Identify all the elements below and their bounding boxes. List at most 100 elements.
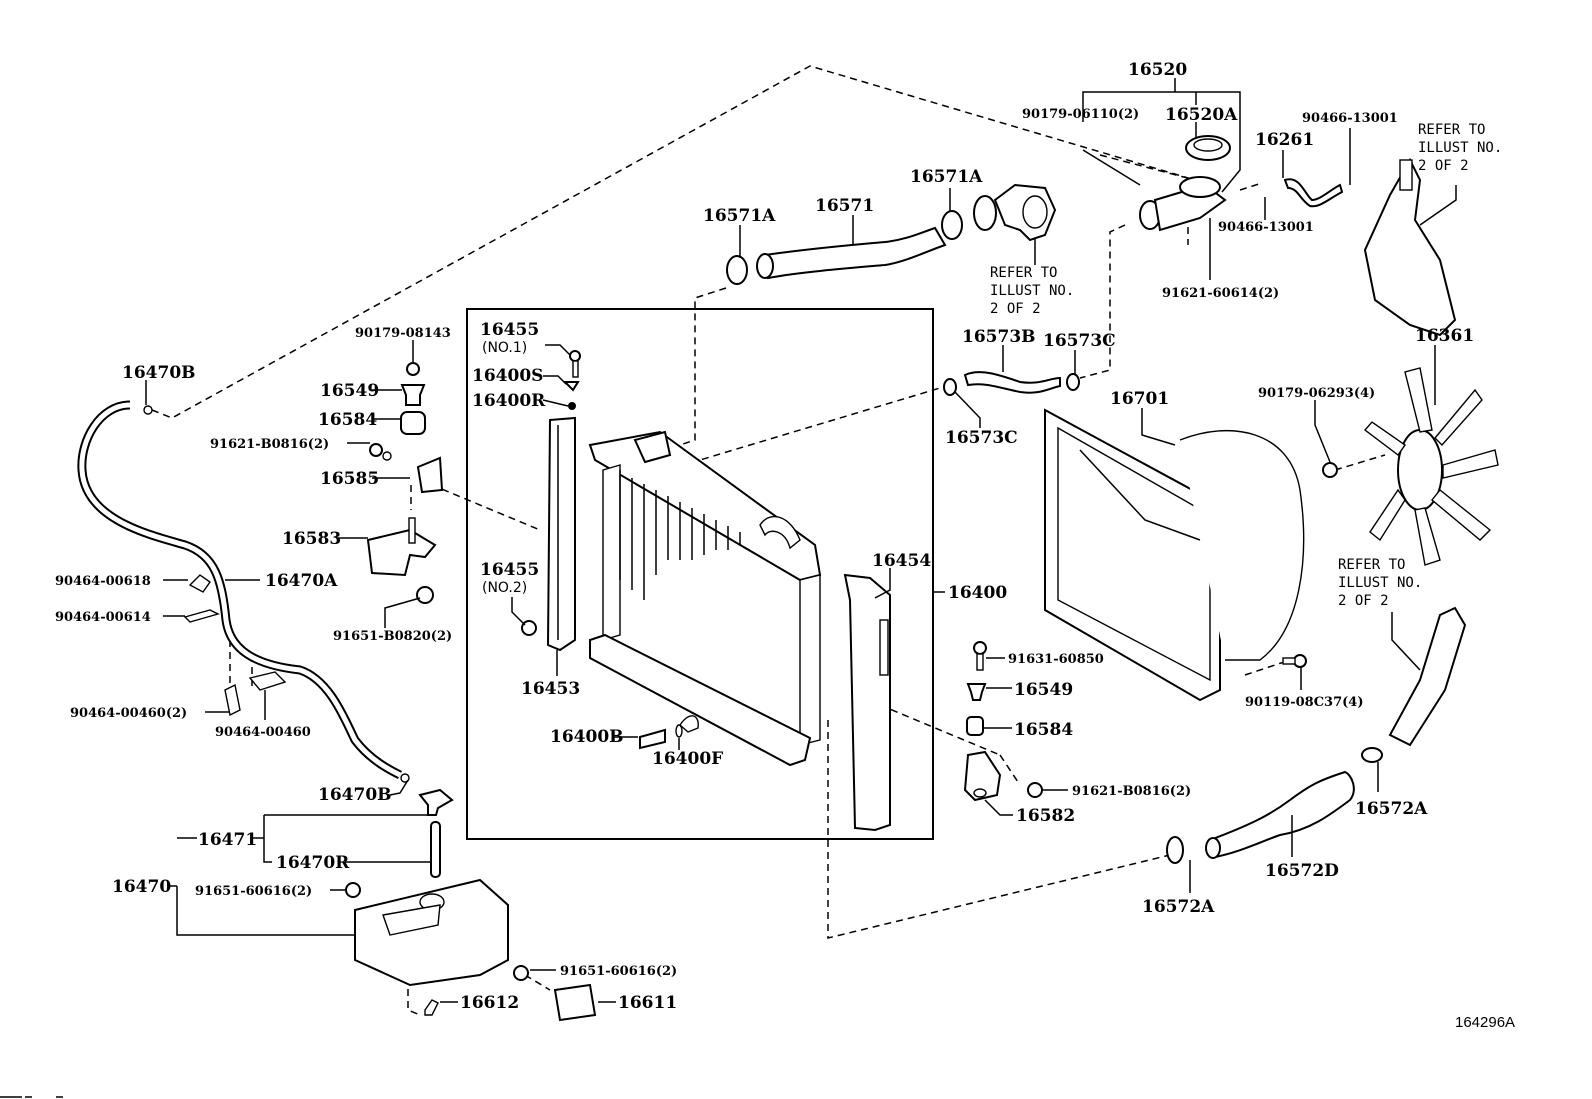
part-16583-bracket[interactable] xyxy=(366,517,437,577)
label-90466-13001-top[interactable]: 90466-13001 xyxy=(1302,111,1398,126)
part-16470R-overflow-pipe[interactable] xyxy=(430,821,441,878)
label-16571A-left[interactable]: 16571A xyxy=(703,206,776,226)
part-16470A-reserve-hose[interactable] xyxy=(77,400,403,780)
label-16572D[interactable]: 16572D xyxy=(1265,861,1339,881)
part-16549-bushing-right[interactable] xyxy=(966,683,987,701)
water-outlet-housing[interactable] xyxy=(973,183,1057,242)
label-16453[interactable]: 16453 xyxy=(521,679,580,699)
label-16701[interactable]: 16701 xyxy=(1110,389,1169,409)
part-16470-reservoir-tank[interactable] xyxy=(354,878,509,987)
label-90464-00614[interactable]: 90464-00614 xyxy=(55,610,151,625)
pump-outlet-pipe[interactable] xyxy=(1388,606,1467,747)
label-90179-06293[interactable]: 90179-06293(4) xyxy=(1258,386,1375,401)
label-16584-right[interactable]: 16584 xyxy=(1014,720,1073,740)
part-16611-bracket[interactable] xyxy=(553,983,597,1022)
label-16585[interactable]: 16585 xyxy=(320,469,379,489)
label-90179-08143[interactable]: 90179-08143 xyxy=(355,326,451,341)
label-91651-B0820[interactable]: 91651-B0820(2) xyxy=(333,629,452,644)
part-16572D-lower-hose[interactable] xyxy=(1205,770,1355,859)
part-91621-B0816-bolt-left[interactable] xyxy=(369,443,392,461)
part-16571-upper-hose[interactable] xyxy=(756,226,947,280)
part-16261-bypass-hose[interactable] xyxy=(1283,178,1344,208)
label-16611[interactable]: 16611 xyxy=(618,993,677,1013)
label-91651-60616-right[interactable]: 91651-60616(2) xyxy=(560,964,677,979)
label-91621-B0816-right[interactable]: 91621-B0816(2) xyxy=(1072,784,1191,799)
part-16582-bracket[interactable] xyxy=(963,750,1002,802)
part-16573C-clamp-bottom[interactable] xyxy=(943,378,957,396)
label-91621-60614[interactable]: 91621-60614(2) xyxy=(1162,286,1279,301)
label-16400B[interactable]: 16400B xyxy=(550,727,624,747)
part-16612-hook[interactable] xyxy=(424,999,439,1016)
label-16571A-right[interactable]: 16571A xyxy=(910,167,983,187)
part-16573B-hose[interactable] xyxy=(963,371,1061,394)
part-16573C-clamp-top[interactable] xyxy=(1066,373,1080,391)
part-91651-B0820-bolt[interactable] xyxy=(416,586,434,604)
label-16470B-bottom[interactable]: 16470B xyxy=(318,785,392,805)
part-90464-00618-clamp[interactable] xyxy=(188,574,211,593)
label-16470A[interactable]: 16470A xyxy=(265,571,338,591)
label-16612[interactable]: 16612 xyxy=(460,993,519,1013)
part-16571A-clamp-left[interactable] xyxy=(726,255,748,285)
part-16520A-radiator-cap[interactable] xyxy=(1185,135,1231,161)
label-90119-08C37[interactable]: 90119-08C37(4) xyxy=(1245,695,1364,710)
part-16400F-o-ring[interactable] xyxy=(675,724,683,738)
label-90464-00618[interactable]: 90464-00618 xyxy=(55,574,151,589)
label-16584-left[interactable]: 16584 xyxy=(318,410,377,430)
label-16400R[interactable]: 16400R xyxy=(472,391,546,411)
label-16400S[interactable]: 16400S xyxy=(472,366,543,386)
part-16400R-grommet[interactable] xyxy=(568,402,576,410)
label-16572A-bottom[interactable]: 16572A xyxy=(1142,897,1215,917)
label-16549-left[interactable]: 16549 xyxy=(320,381,379,401)
label-16573B[interactable]: 16573B xyxy=(962,327,1036,347)
label-16573C-top[interactable]: 16573C xyxy=(1043,331,1116,351)
part-16572A-clamp-bottom[interactable] xyxy=(1166,836,1184,864)
part-16455-no1-bolt[interactable] xyxy=(569,350,581,378)
part-16584-cushion-right[interactable] xyxy=(966,716,984,736)
label-91651-60616-left[interactable]: 91651-60616(2) xyxy=(195,884,312,899)
part-16470B-clip-top[interactable] xyxy=(143,405,153,415)
part-16520-water-outlet[interactable] xyxy=(1139,176,1227,232)
part-16585-bracket[interactable] xyxy=(416,456,444,494)
label-16361[interactable]: 16361 xyxy=(1415,326,1474,346)
radiator-core[interactable] xyxy=(588,430,822,767)
part-16584-cushion-left[interactable] xyxy=(400,411,426,435)
label-16573C-bottom[interactable]: 16573C xyxy=(945,428,1018,448)
label-90179-06110[interactable]: 90179-06110(2) xyxy=(1022,107,1139,122)
part-91651-60616-bolt-left[interactable] xyxy=(345,882,361,898)
label-16455-no2[interactable]: 16455 xyxy=(480,560,539,580)
part-90119-08C37-bolt[interactable] xyxy=(1282,654,1307,668)
part-90464-00614-clamp[interactable] xyxy=(183,609,220,623)
label-16455-no1[interactable]: 16455 xyxy=(480,320,539,340)
part-16400S-washer[interactable] xyxy=(562,381,580,392)
part-16454-side-bracket[interactable] xyxy=(843,573,891,832)
part-90464-00460-clamp[interactable] xyxy=(248,671,287,691)
label-16470R[interactable]: 16470R xyxy=(276,853,350,873)
label-90464-00460-2[interactable]: 90464-00460(2) xyxy=(70,706,187,721)
part-16571A-clamp-right[interactable] xyxy=(941,210,963,240)
label-16571[interactable]: 16571 xyxy=(815,196,874,216)
part-16572A-clamp-right[interactable] xyxy=(1361,747,1383,763)
label-16454[interactable]: 16454 xyxy=(872,551,931,571)
label-91621-B0816-left[interactable]: 91621-B0816(2) xyxy=(210,437,329,452)
label-16470B-top[interactable]: 16470B xyxy=(122,363,196,383)
label-16400[interactable]: 16400 xyxy=(948,583,1007,603)
label-16400F[interactable]: 16400F xyxy=(652,749,723,769)
part-91651-60616-bolt-right[interactable] xyxy=(513,965,529,981)
part-90464-00460-clamp-pair[interactable] xyxy=(224,683,241,717)
part-16470B-clip-bottom[interactable] xyxy=(400,773,410,783)
label-16471[interactable]: 16471 xyxy=(198,830,257,850)
label-16582[interactable]: 16582 xyxy=(1016,806,1075,826)
label-16572A-right[interactable]: 16572A xyxy=(1355,799,1428,819)
part-91631-60850-bolt[interactable] xyxy=(973,641,987,671)
part-16701-fan-shroud[interactable] xyxy=(1044,408,1305,702)
label-16583[interactable]: 16583 xyxy=(282,529,341,549)
label-16261[interactable]: 16261 xyxy=(1255,130,1314,150)
label-16549-right[interactable]: 16549 xyxy=(1014,680,1073,700)
part-90179-06293-nut[interactable] xyxy=(1322,462,1338,478)
part-16400B-drain-cock[interactable] xyxy=(639,728,666,750)
water-pump[interactable] xyxy=(1363,157,1457,337)
part-16549-bushing-left[interactable] xyxy=(400,384,426,406)
label-16520[interactable]: 16520 xyxy=(1128,60,1187,80)
part-16453-side-bracket[interactable] xyxy=(546,416,576,652)
part-90179-08143-nut[interactable] xyxy=(406,362,420,376)
